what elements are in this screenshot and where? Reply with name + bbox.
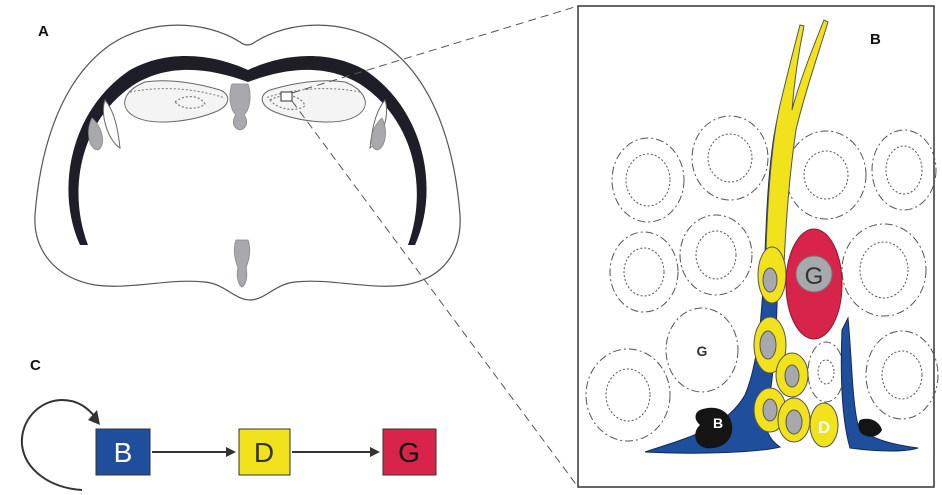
- nucleus: [786, 410, 802, 434]
- lineage-box-g: G: [383, 429, 436, 475]
- panel-b-label: B: [870, 31, 881, 48]
- nucleus: [763, 399, 777, 421]
- nucleus: [785, 365, 799, 387]
- panel-c: C B D G: [22, 357, 436, 490]
- lineage-box-d: D: [239, 429, 290, 475]
- panel-a: A: [35, 23, 460, 300]
- panel-c-label: C: [30, 357, 41, 374]
- panel-a-label: A: [38, 23, 49, 40]
- arrowhead-b-to-d: [226, 447, 236, 457]
- lineage-box-b-label: B: [114, 437, 133, 468]
- arrowhead-d-to-g: [370, 447, 380, 457]
- granule-label: G: [805, 263, 824, 290]
- nucleus: [760, 331, 776, 359]
- nucleus: [763, 268, 777, 292]
- granule-left-label: G: [697, 343, 708, 359]
- lineage-box-d-label: D: [254, 437, 274, 468]
- lineage-box-b: B: [96, 429, 150, 475]
- panel-b: B G B: [578, 6, 938, 487]
- self-renewal-arrow: [22, 400, 96, 490]
- lineage-box-g-label: G: [398, 437, 420, 468]
- daughter-cell-label: D: [818, 418, 830, 437]
- zoom-region-marker: [281, 92, 292, 101]
- b-cell-label: B: [713, 415, 723, 431]
